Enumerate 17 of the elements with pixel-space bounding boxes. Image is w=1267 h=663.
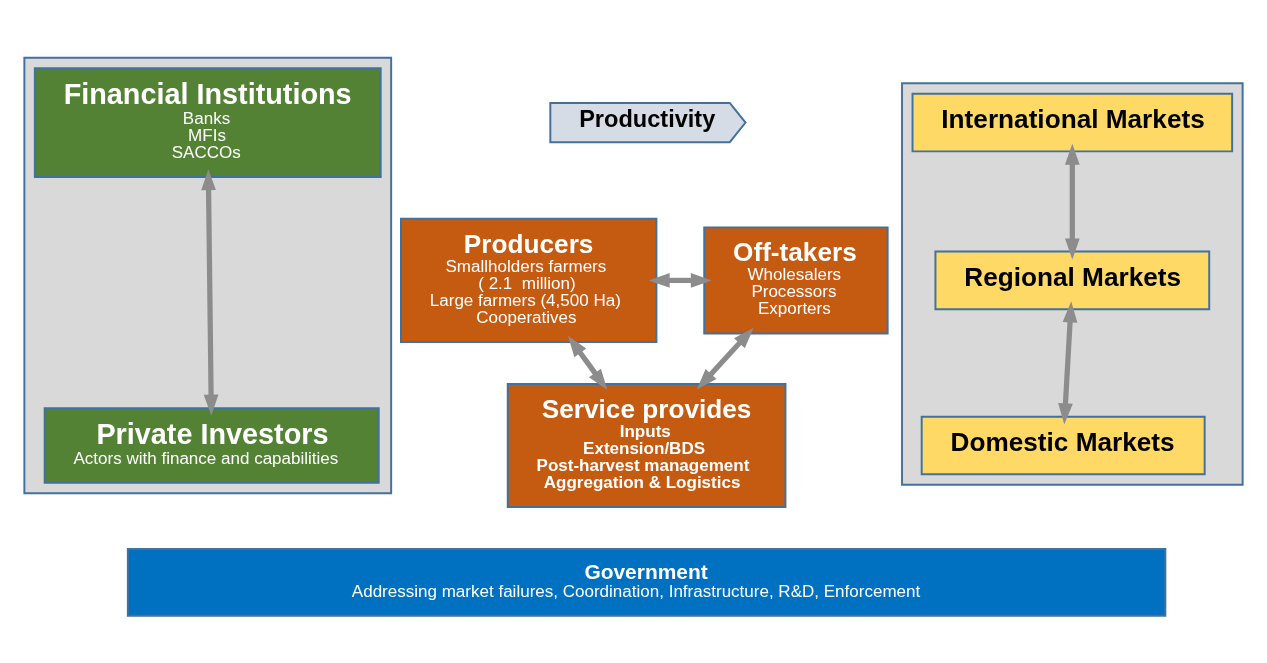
node-box: Government Addressing market failures, Coordination, Infrastructure, R&D, Enforcement (126, 547, 1167, 617)
cluster (23, 56, 393, 495)
node-box: Service provides Inputs Extension/BDS Post-harvest management Aggregation & Logistics (506, 382, 787, 508)
arrow (1058, 301, 1078, 425)
node-box: Regional Markets (934, 250, 1211, 311)
node-box: Domestic Markets (920, 415, 1206, 476)
cluster (901, 82, 1244, 486)
arrow (696, 327, 754, 390)
node-box: Private Investors Actors with finance and capabilities (43, 407, 380, 484)
arrow (567, 335, 608, 391)
node-box: Off-takers Wholesalers Processors Exporters (703, 226, 889, 335)
arrow (648, 273, 712, 288)
arrow (1064, 143, 1080, 260)
node-box: International Markets (911, 92, 1234, 153)
node-box: Financial Institutions Banks MFIs SACCOs (33, 67, 382, 178)
node-box: Producers Smallholders farmers ( 2.1 million) Large farmers (4,500 Ha) Cooperatives (400, 217, 658, 343)
arrow (201, 169, 219, 416)
